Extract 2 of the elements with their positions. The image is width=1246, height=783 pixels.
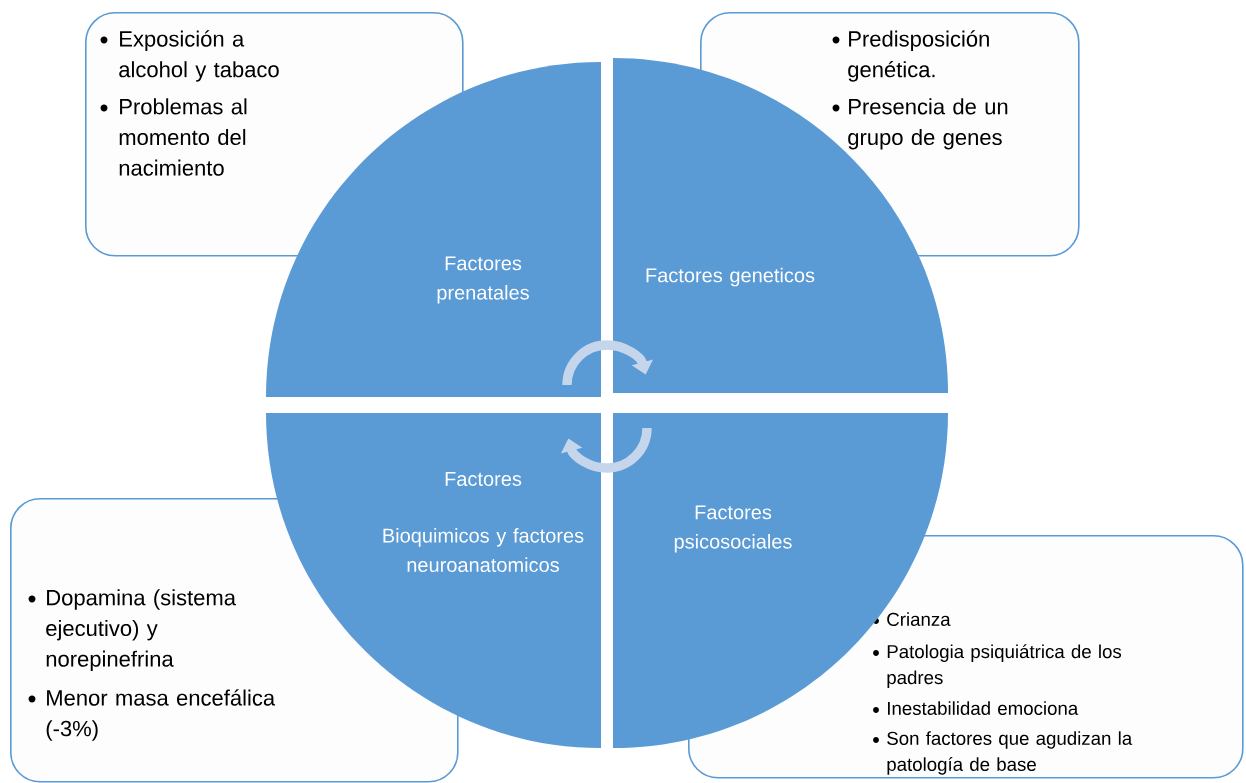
curved-arrow (560, 427, 652, 473)
curved-arrow (562, 340, 654, 386)
